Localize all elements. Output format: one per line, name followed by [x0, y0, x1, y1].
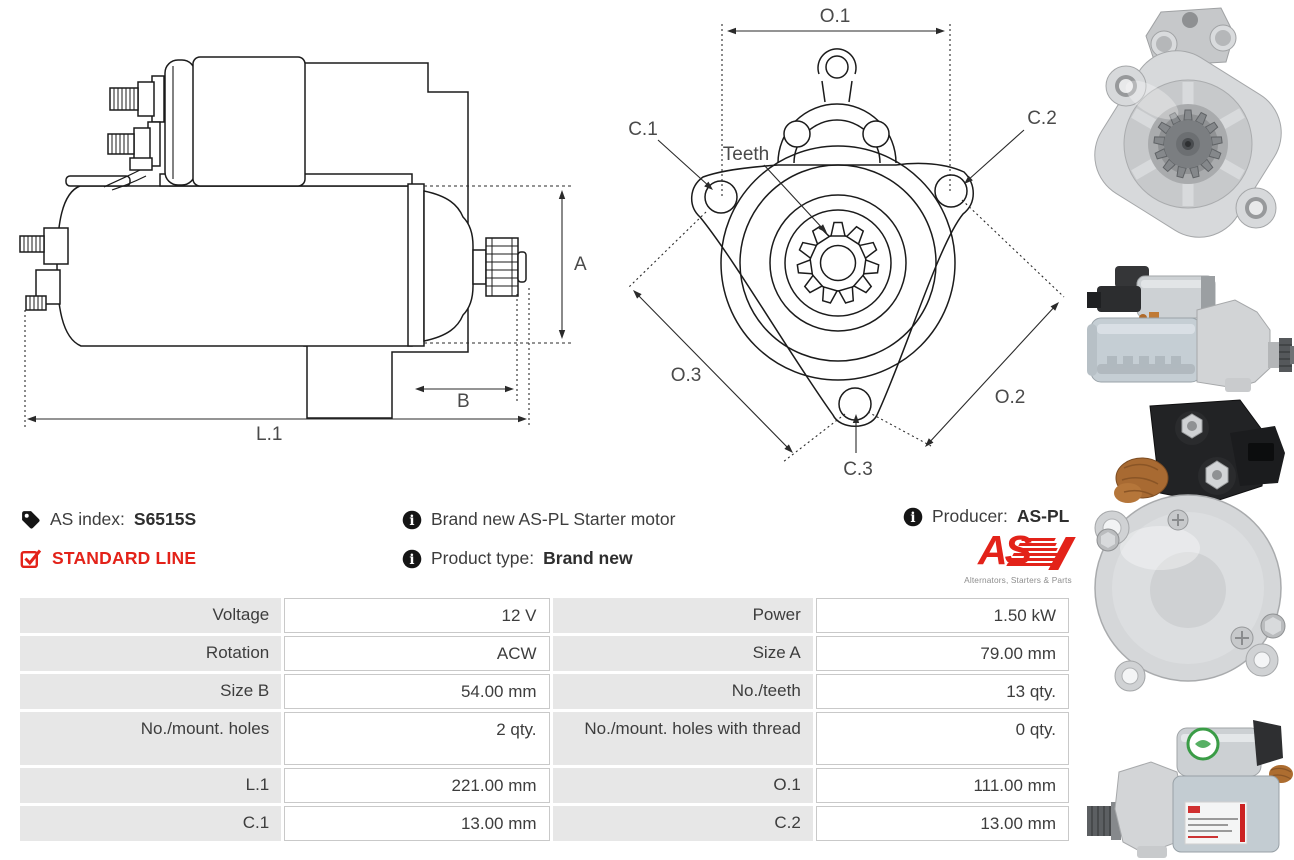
spec-value: 111.00 mm — [815, 768, 1069, 803]
table-row: No./mount. holes 2 qty. No./mount. holes… — [20, 712, 1069, 765]
standard-line-badge: STANDARD LINE — [20, 548, 196, 569]
spec-label: Power — [552, 598, 813, 633]
dim-label-o3: O.3 — [671, 365, 702, 386]
producer-label: Producer: — [932, 506, 1008, 526]
spec-value: 221.00 mm — [284, 768, 550, 803]
spec-table: Voltage 12 V Power 1.50 kW Rotation ACW … — [17, 595, 1072, 844]
dim-label-o1: O.1 — [820, 6, 851, 27]
dim-label-c3: C.3 — [843, 459, 873, 480]
spec-value: 54.00 mm — [284, 674, 550, 709]
spec-label: No./mount. holes — [20, 712, 282, 765]
svg-text:i: i — [409, 513, 414, 529]
dim-label-o2: O.2 — [995, 387, 1026, 408]
producer-value: AS-PL — [1016, 506, 1070, 526]
spec-label: Voltage — [20, 598, 282, 633]
info-icon: i — [903, 507, 923, 526]
spec-label: No./teeth — [552, 674, 813, 709]
checkbox-check-icon — [20, 549, 42, 569]
as-index-label: AS index: — [50, 509, 125, 529]
description-line: i Brand new AS-PL Starter motor — [402, 509, 675, 530]
tag-icon — [22, 511, 40, 529]
logo-stripe — [1021, 538, 1056, 542]
dim-label-l1: L.1 — [256, 424, 282, 445]
table-row: Size B 54.00 mm No./teeth 13 qty. — [20, 674, 1069, 709]
svg-text:i: i — [409, 552, 414, 568]
dim-label-c2: C.2 — [1027, 108, 1057, 129]
description-text: Brand new AS-PL Starter motor — [431, 509, 676, 529]
info-icon: i — [402, 510, 422, 529]
table-row: Rotation ACW Size A 79.00 mm — [20, 636, 1069, 671]
product-type-value: Brand new — [543, 548, 633, 568]
spec-label: No./mount. holes with thread — [552, 712, 813, 765]
as-index-value: S6515S — [133, 509, 197, 529]
product-photo-rear — [1094, 399, 1286, 692]
dim-label-c1: C.1 — [628, 119, 658, 140]
producer-line: i Producer: AS-PL — [903, 506, 1069, 527]
front-view-drawing: O.1 C.1 C.2 Teeth O.3 O.2 — [628, 6, 1065, 480]
spec-label: Rotation — [20, 636, 282, 671]
spec-value: 13.00 mm — [284, 806, 550, 841]
product-photo-side — [1087, 266, 1294, 392]
spec-value: 79.00 mm — [815, 636, 1069, 671]
spec-label: Size B — [20, 674, 282, 709]
dim-label-a: A — [574, 254, 587, 275]
as-pl-logo: AS Alternators, Starters & Parts — [958, 527, 1078, 595]
spec-value: 13 qty. — [815, 674, 1069, 709]
table-row: L.1 221.00 mm O.1 111.00 mm — [20, 768, 1069, 803]
logo-stripe — [1012, 553, 1059, 557]
info-icon: i — [402, 549, 422, 568]
svg-text:i: i — [910, 510, 915, 526]
spec-label: Size A — [552, 636, 813, 671]
as-index-line: AS index: S6515S — [20, 509, 196, 530]
spec-value: 0 qty. — [815, 712, 1069, 765]
table-row: Voltage 12 V Power 1.50 kW — [20, 598, 1069, 633]
spec-value: 13.00 mm — [815, 806, 1069, 841]
product-photo-angled — [1087, 720, 1293, 858]
spec-value: ACW — [284, 636, 550, 671]
logo-stripe — [1015, 548, 1058, 552]
as-pl-logo-tagline: Alternators, Starters & Parts — [964, 575, 1072, 585]
side-view-drawing: A B L.1 — [19, 56, 587, 445]
spec-value: 1.50 kW — [815, 598, 1069, 633]
spec-value: 2 qty. — [284, 712, 550, 765]
product-type-label: Product type: — [431, 548, 535, 568]
spec-label: O.1 — [552, 768, 813, 803]
dim-label-b: B — [457, 391, 470, 412]
teeth-label: Teeth — [723, 144, 769, 165]
spec-label: L.1 — [20, 768, 282, 803]
spec-label: C.2 — [552, 806, 813, 841]
spec-value: 12 V — [284, 598, 550, 633]
table-row: C.1 13.00 mm C.2 13.00 mm — [20, 806, 1069, 841]
product-type-line: i Product type: Brand new — [402, 548, 633, 569]
logo-stripe — [1018, 543, 1057, 547]
spec-label: C.1 — [20, 806, 282, 841]
standard-line-label: STANDARD LINE — [52, 548, 197, 568]
product-photo-front — [1094, 7, 1282, 238]
